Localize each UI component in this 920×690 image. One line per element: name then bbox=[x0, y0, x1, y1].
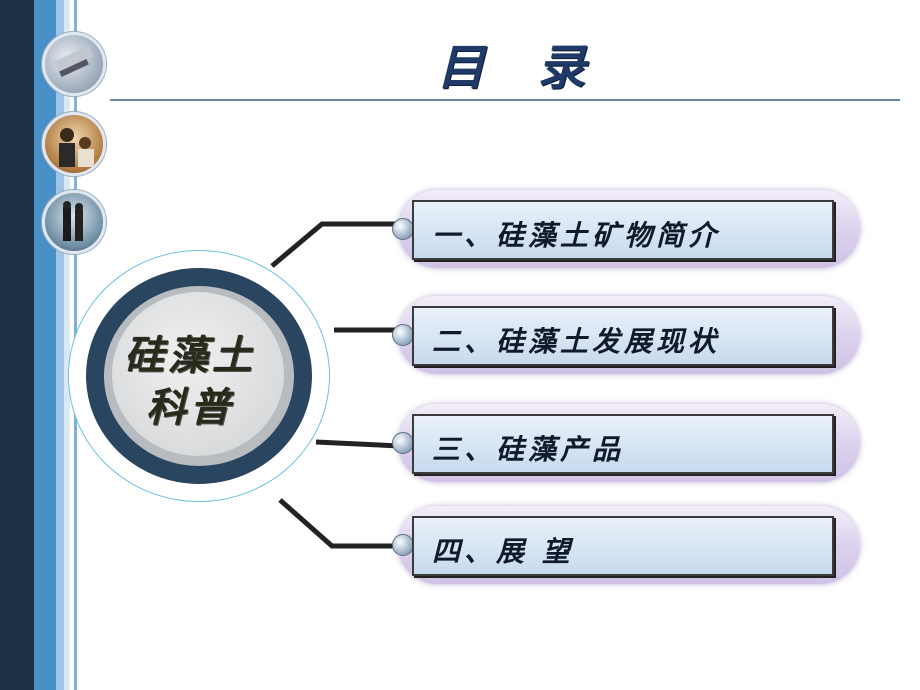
bullet-dot-icon bbox=[392, 218, 414, 240]
toc-item-4[interactable]: 四、展 望 bbox=[392, 506, 860, 584]
bullet-dot-icon bbox=[392, 324, 414, 346]
toc-item-box: 一、硅藻土矿物简介 bbox=[412, 200, 834, 260]
toc-item-1[interactable]: 一、硅藻土矿物简介 bbox=[392, 190, 860, 268]
bullet-dot-icon bbox=[392, 534, 414, 556]
bullet-dot-icon bbox=[392, 432, 414, 454]
toc-item-label: 四、展 望 bbox=[432, 535, 574, 568]
toc-item-label: 二、硅藻土发展现状 bbox=[432, 325, 721, 358]
left-stripe-pale bbox=[64, 0, 70, 690]
toc-item-label: 一、硅藻土矿物简介 bbox=[432, 219, 721, 252]
walking-people-art bbox=[63, 201, 83, 241]
left-stripe-dark bbox=[0, 0, 34, 690]
center-label-line2: 科普 bbox=[146, 384, 234, 431]
center-label-line1: 硅藻土 bbox=[124, 332, 256, 379]
page-title: 目 录 bbox=[436, 40, 604, 96]
business-photo-icon bbox=[42, 32, 106, 96]
left-stripe-blue bbox=[34, 0, 56, 690]
left-stripe-light bbox=[56, 0, 64, 690]
toc-item-2[interactable]: 二、硅藻土发展现状 bbox=[392, 296, 860, 374]
people-photo-art bbox=[59, 128, 94, 167]
walking-people-photo-icon bbox=[42, 190, 106, 254]
toc-item-box: 四、展 望 bbox=[412, 516, 834, 576]
toc-item-box: 二、硅藻土发展现状 bbox=[412, 306, 834, 366]
business-photo-art bbox=[54, 45, 94, 78]
title-divider bbox=[110, 99, 900, 101]
toc-item-box: 三、硅藻产品 bbox=[412, 414, 834, 474]
center-inner-disc bbox=[112, 292, 284, 456]
toc-item-label: 三、硅藻产品 bbox=[432, 433, 625, 466]
toc-item-3[interactable]: 三、硅藻产品 bbox=[392, 404, 860, 482]
center-label: 硅藻土 科普 bbox=[120, 330, 260, 434]
people-photo-icon bbox=[42, 112, 106, 176]
